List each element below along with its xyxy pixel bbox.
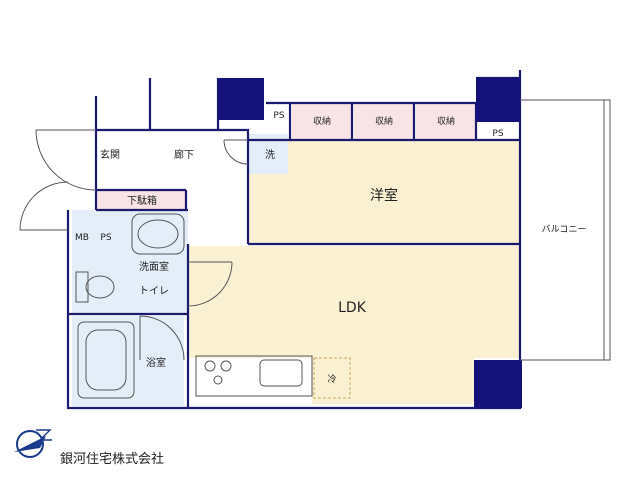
fridge-label: 冷 <box>327 373 336 385</box>
storage-2-label: 収納 <box>375 115 393 127</box>
mb-door <box>19 181 69 231</box>
balcony-outline <box>520 99 611 361</box>
bathroom-label: 浴室 <box>146 356 166 369</box>
column-bottom-right <box>474 360 522 408</box>
hallway-label: 廊下 <box>174 148 194 161</box>
basin-bowl <box>137 219 179 249</box>
storage-1-label: 収納 <box>313 115 331 127</box>
stove-burner-1 <box>204 360 216 372</box>
shoe-box-fill <box>96 190 186 210</box>
bathtub-inner <box>85 329 127 391</box>
washroom-label: 洗面室 <box>139 260 169 273</box>
ps-top-label: PS <box>273 111 284 121</box>
shoe-box-label: 下駄箱 <box>127 194 157 207</box>
bathtub <box>77 321 135 399</box>
column-top-left <box>218 78 264 120</box>
company-name: 銀河住宅株式会社 <box>60 451 164 467</box>
inner-walls <box>68 101 520 408</box>
balcony-label: バルコニー <box>542 224 587 235</box>
hall-door <box>223 139 249 165</box>
entrance-door <box>35 129 97 191</box>
mb-label: MB <box>75 233 89 243</box>
washroom-door <box>187 261 233 307</box>
storage-1-fill <box>292 103 352 139</box>
kitchen-counter <box>195 355 313 397</box>
ps-right-label: PS <box>492 129 503 139</box>
ldk-floor-lower <box>312 356 474 404</box>
western-room-label: 洋室 <box>370 187 398 204</box>
toilet-label: トイレ <box>139 286 169 297</box>
bathroom-door <box>139 315 185 361</box>
stove-burner-3 <box>213 375 223 385</box>
storage-3-fill <box>416 103 476 139</box>
company-logo <box>14 429 52 458</box>
entrance-label: 玄関 <box>100 148 120 161</box>
toilet-tank <box>75 271 89 303</box>
washroom-floor <box>72 210 188 314</box>
fridge-space <box>313 357 351 399</box>
ldk-label: LDK <box>338 300 367 316</box>
toilet-bowl <box>85 275 115 299</box>
ldk-floor <box>188 246 520 358</box>
bathroom-floor <box>72 316 184 406</box>
stove-burner-2 <box>220 360 232 372</box>
storage-3-label: 収納 <box>437 115 455 127</box>
storage-2-fill <box>354 103 414 139</box>
sink <box>259 359 303 387</box>
column-top-right <box>476 78 520 122</box>
ps-left-label: PS <box>100 233 111 243</box>
washer-label: 洗 <box>265 149 275 161</box>
washbasin <box>131 213 185 255</box>
western-room-floor <box>248 140 520 244</box>
